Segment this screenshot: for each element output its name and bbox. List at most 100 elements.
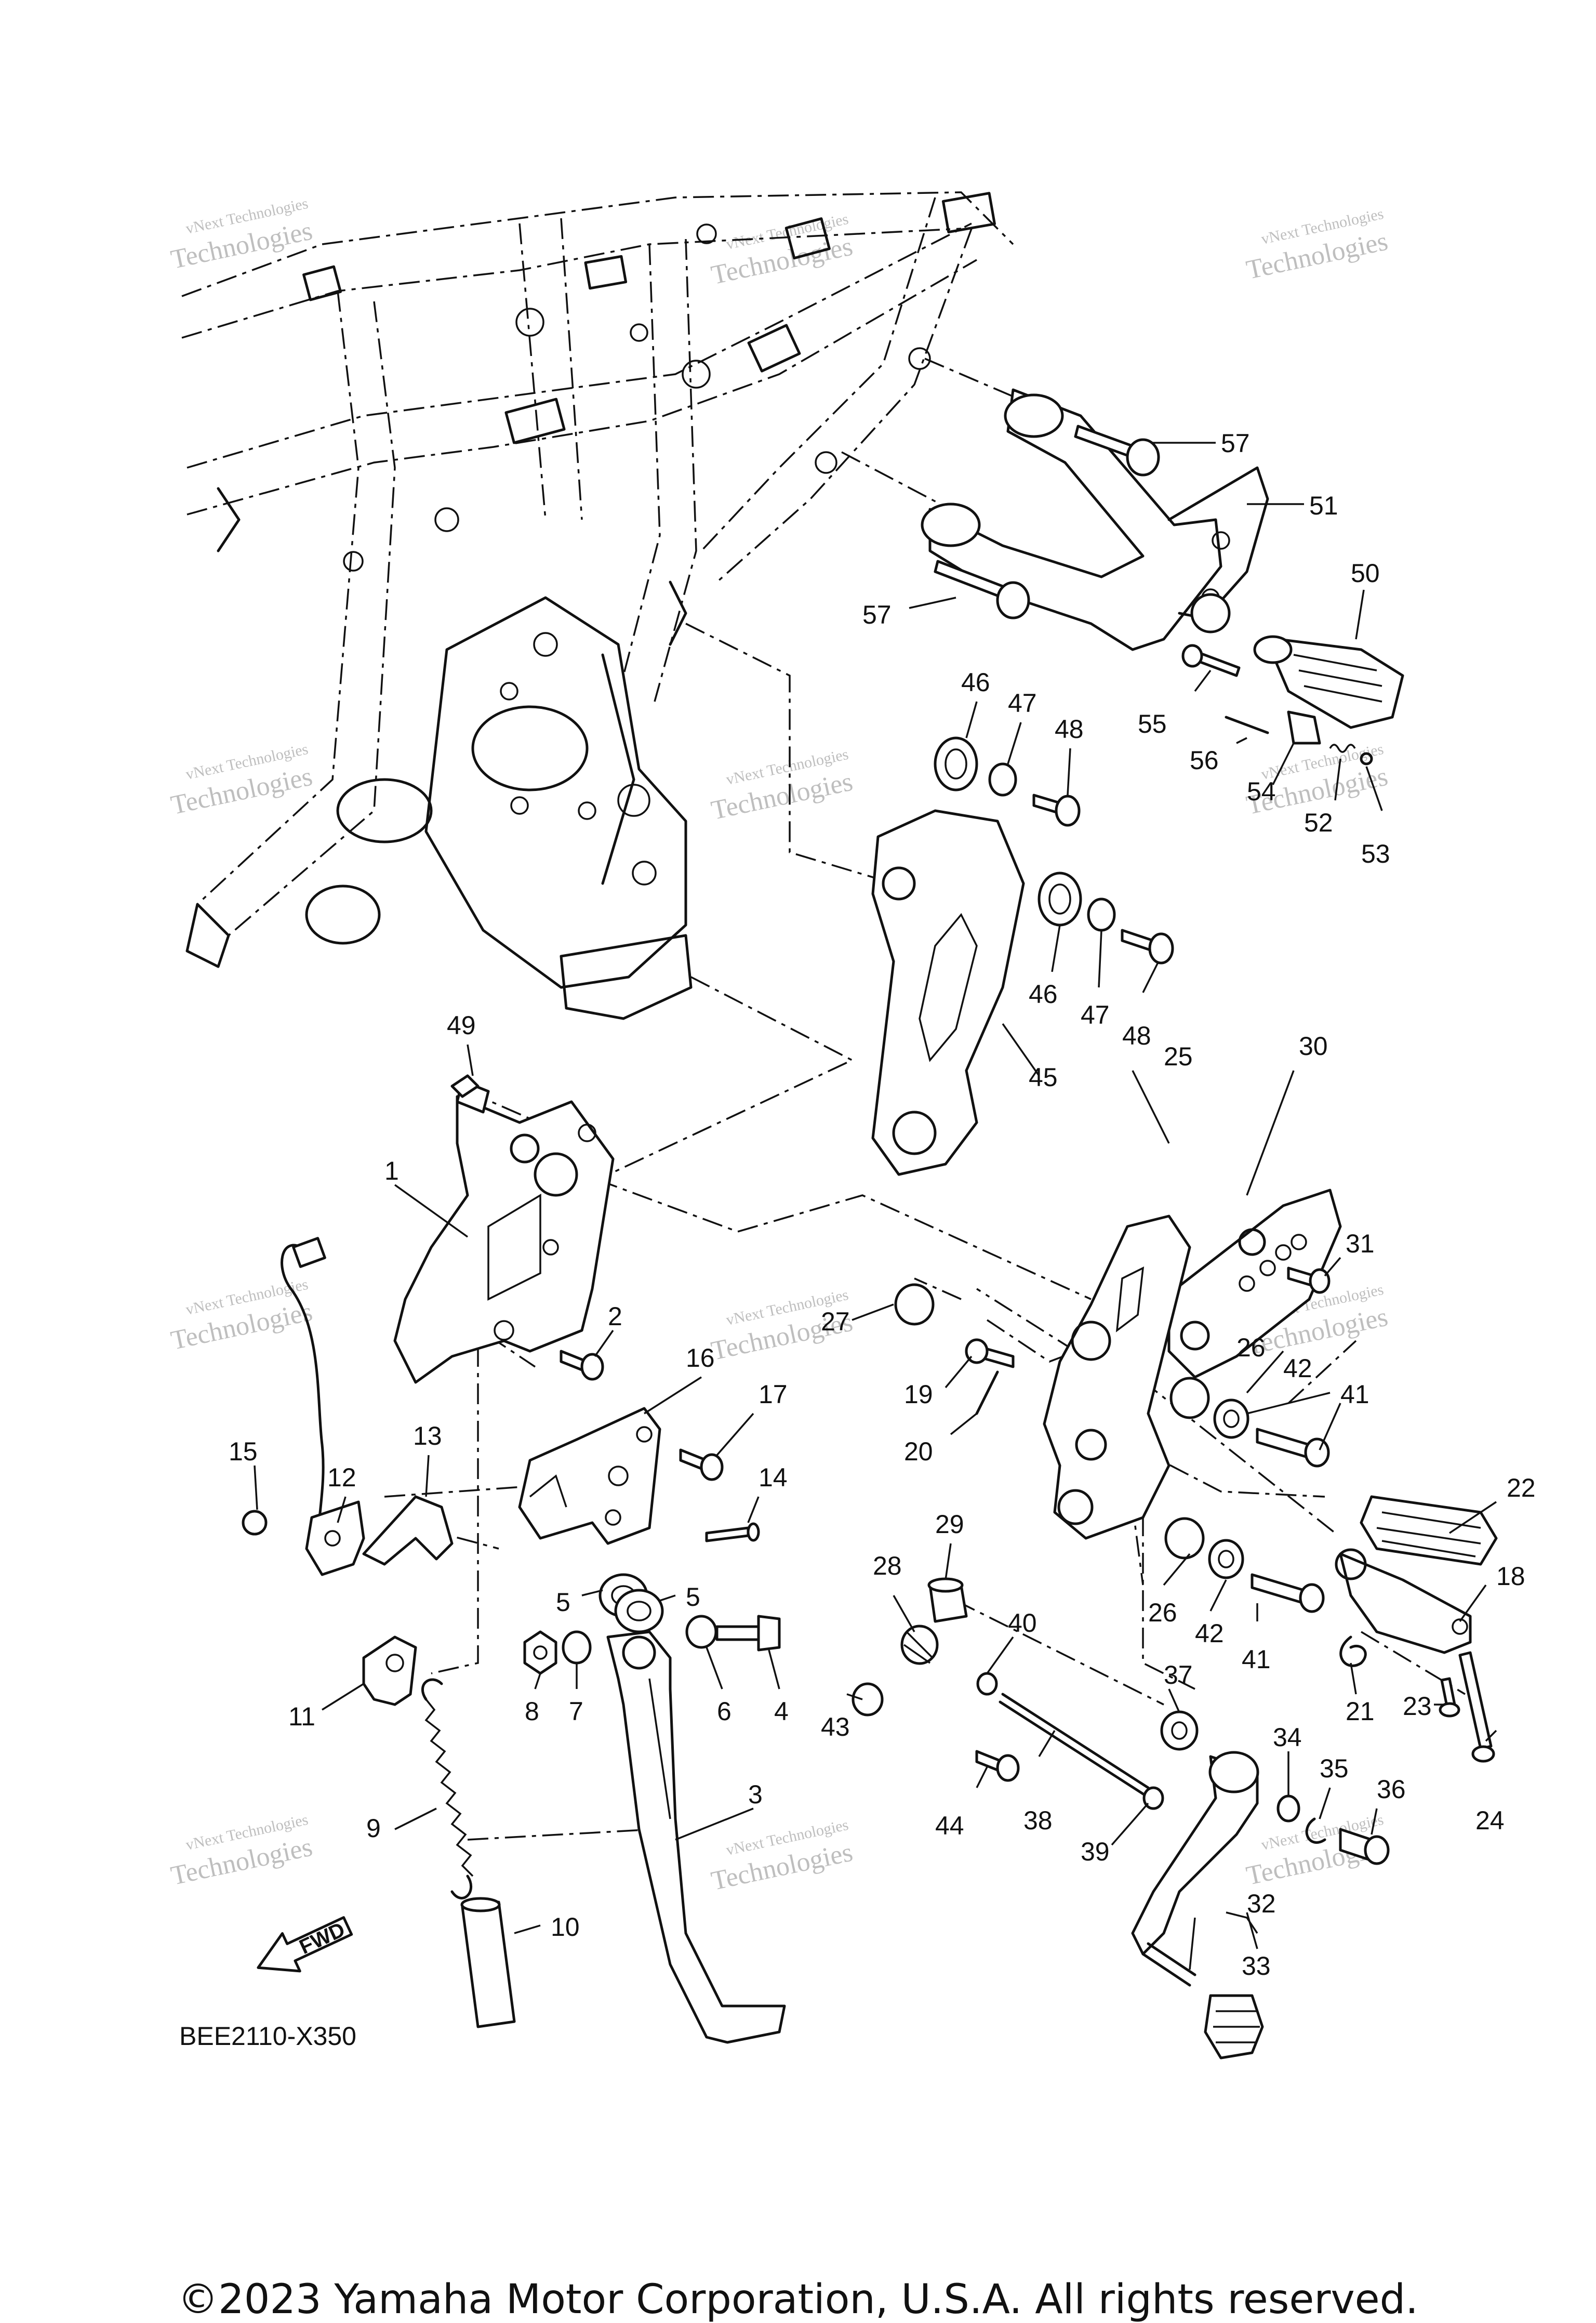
collar-46b [1038,872,1082,927]
cover-tube-10 [460,1897,516,2028]
frame-bracket [185,596,693,1020]
callout-48b: 48 [1122,1021,1151,1050]
callout-11: 11 [288,1702,315,1731]
pin-55 [1181,644,1241,677]
callout-4: 4 [774,1697,789,1726]
leader-lines [254,442,1497,1970]
pin-24 [1458,1651,1495,1763]
stand-bracket-16 [518,1407,661,1545]
frame-details [217,192,996,646]
watermark-mid-mid: vNext Technologies Technologies [709,746,855,826]
callout-41b: 41 [1242,1645,1271,1674]
collar-47b [1087,897,1116,932]
callout-38: 38 [1023,1806,1053,1835]
callout-10: 10 [551,1912,580,1942]
fwd-arrow-icon [257,1916,353,1973]
bracket-1 [393,1095,615,1384]
washer-34 [1276,1794,1300,1823]
sidestand-switch-12 [281,1237,365,1576]
callout-15: 15 [229,1437,258,1466]
callout-37: 37 [1164,1660,1193,1690]
footpeg-50 [1253,635,1404,729]
switch-bracket-13 [362,1495,454,1566]
callout-36: 36 [1377,1775,1406,1804]
callout-57a: 57 [1221,429,1250,458]
watermark-top-left: vNext Technologies Technologies [168,195,315,275]
pin-19 [965,1338,1015,1368]
clip-20 [975,1370,999,1415]
callout-18: 18 [1496,1562,1525,1591]
shift-rubber-33 [1204,1994,1264,2060]
callout-8: 8 [525,1697,539,1726]
callout-51: 51 [1309,491,1338,520]
watermark-low-left: vNext Technologies Technologies [168,1276,315,1356]
footpeg-rubber-22 [1360,1495,1498,1566]
callout-53: 53 [1361,839,1390,868]
callout-14: 14 [759,1463,788,1492]
nut-39 [1142,1786,1164,1810]
callout-42a: 42 [1283,1354,1312,1383]
washer-42a [1213,1398,1249,1439]
bolt-2 [560,1350,604,1381]
bolt-48b [1121,929,1174,965]
callout-2: 2 [608,1302,622,1331]
callout-48a: 48 [1055,715,1084,744]
collar-6 [685,1615,717,1649]
washer-37 [1160,1710,1199,1751]
cover-45 [871,809,1025,1176]
nut-40 [976,1672,998,1696]
collar-46a [934,736,978,791]
callout-26b: 26 [1148,1598,1177,1627]
pivot-bolt-36 [1339,1828,1390,1865]
bolt-4 [715,1615,781,1652]
callout-5a: 5 [556,1588,570,1617]
callout-57b: 57 [862,600,892,629]
callout-50: 50 [1351,559,1380,588]
callout-7: 7 [569,1697,583,1726]
frame-phantom [181,191,1014,936]
bolt-44 [975,1750,1020,1782]
collar-26a [1169,1377,1210,1419]
callout-34: 34 [1273,1723,1302,1752]
callout-26a: 26 [1236,1333,1266,1362]
footpeg-holder-18 [1335,1548,1472,1654]
callout-44: 44 [935,1811,964,1840]
plate-54 [1287,710,1321,745]
spring-21 [1339,1635,1367,1667]
washer-43 [852,1682,884,1717]
collar-47a [988,762,1017,797]
callout-47b: 47 [1081,1000,1110,1029]
callout-1: 1 [384,1156,399,1185]
heel-guard-30 [1167,1189,1342,1379]
cotter-56 [1225,716,1269,734]
callout-13: 13 [413,1421,442,1450]
boot-28 [900,1625,939,1665]
spring-52 [1329,744,1356,753]
callout-46a: 46 [961,668,990,697]
screw-23 [1439,1677,1460,1718]
bolt-49 [450,1074,490,1114]
callout-33: 33 [1242,1951,1271,1981]
callout-5b: 5 [686,1582,700,1612]
bolt-41b [1251,1573,1325,1613]
callout-45: 45 [1029,1063,1058,1092]
callout-6: 6 [717,1697,732,1726]
callout-56: 56 [1190,746,1219,775]
bolt-41a [1256,1428,1330,1468]
callout-47a: 47 [1008,689,1037,718]
callout-55: 55 [1138,709,1167,738]
callout-12: 12 [327,1463,356,1492]
diagram-code: BEE2110-X350 [179,2022,356,2051]
callout-23: 23 [1403,1692,1432,1721]
fwd-label: FWD [296,1918,349,1959]
callout-24: 24 [1475,1806,1505,1835]
callout-46b: 46 [1029,980,1058,1009]
watermark-top-right: vNext Technologies Technologies [1244,205,1390,285]
callout-39: 39 [1081,1837,1110,1866]
nut-8 [523,1630,557,1675]
bolt-48a [1032,794,1081,827]
screw-14 [705,1522,760,1542]
callout-20: 20 [904,1437,933,1466]
washer-42b [1208,1539,1244,1579]
